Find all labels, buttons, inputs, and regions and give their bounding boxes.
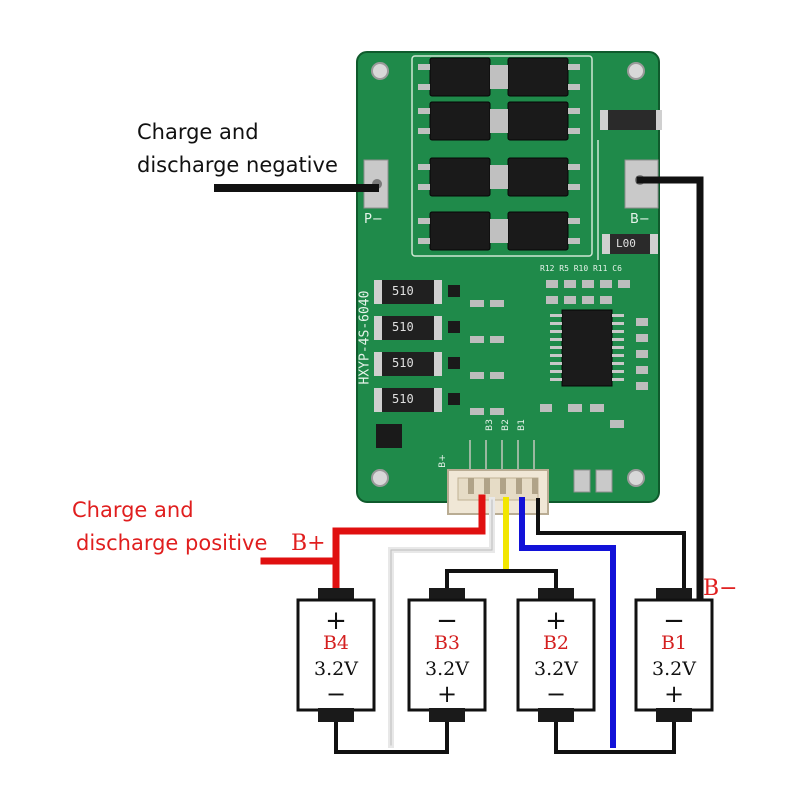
b-minus-wire: [636, 176, 704, 604]
cell-b4-voltage: 3.2V: [314, 658, 358, 680]
b1-wire: [519, 497, 616, 748]
pos-label-line1: Charge and: [72, 498, 194, 522]
cell-b4-top-sign: +: [325, 606, 347, 636]
board-model-text: HXYP-4S-6040: [357, 290, 373, 385]
b-minus-label: B−: [703, 576, 738, 601]
cell-b3-name: B3: [433, 632, 461, 654]
pcb-board: [356, 51, 662, 503]
cell-b3-voltage: 3.2V: [425, 658, 469, 680]
cell-b2-top-sign: +: [545, 606, 567, 636]
cell-b4-name: B4: [322, 632, 350, 654]
header-pin-b3: B3: [484, 419, 495, 431]
cell-b3-bottom-sign: +: [436, 680, 458, 708]
cell-b4-bottom-sign: −: [325, 680, 347, 708]
inductor-label: L00: [616, 237, 636, 250]
header-edge-b-plus: B+: [437, 454, 448, 468]
resistor-label-4: 510: [392, 392, 414, 406]
resistor-label-3: 510: [392, 356, 414, 370]
cell-b2-name: B2: [542, 632, 570, 654]
header-pin-b1: B1: [516, 419, 527, 431]
link-b2-b1: [554, 712, 676, 754]
board-b-minus-label: B−: [630, 212, 650, 227]
b-plus-label: B+: [291, 531, 326, 556]
cell-b1-bottom-sign: +: [663, 680, 685, 708]
resistor-label-2: 510: [392, 320, 414, 334]
cell-b2-voltage: 3.2V: [534, 658, 578, 680]
balance-connector: [447, 440, 549, 515]
cell-b3-top-sign: −: [436, 606, 458, 636]
resistor-label-1: 510: [392, 284, 414, 298]
board-refs-top: R12 R5 R10 R11 C6: [540, 264, 622, 273]
link-b1-top: [536, 498, 686, 600]
neg-label-line1: Charge and: [137, 120, 259, 144]
pos-label-line2: discharge positive: [76, 531, 268, 555]
battery-cells: [296, 588, 714, 722]
cell-b1-name: B1: [660, 632, 688, 654]
cell-b1-top-sign: −: [663, 606, 685, 636]
b-plus-wire: [260, 494, 486, 565]
link-b4-b3: [334, 712, 449, 754]
wires: [214, 176, 704, 754]
neg-label-line2: discharge negative: [137, 153, 338, 177]
board-p-minus-label: P−: [364, 212, 383, 227]
header-pin-b2: B2: [500, 419, 511, 431]
link-b3-b2: [445, 569, 558, 600]
cell-b2-bottom-sign: −: [545, 680, 567, 708]
cell-b1-voltage: 3.2V: [652, 658, 696, 680]
